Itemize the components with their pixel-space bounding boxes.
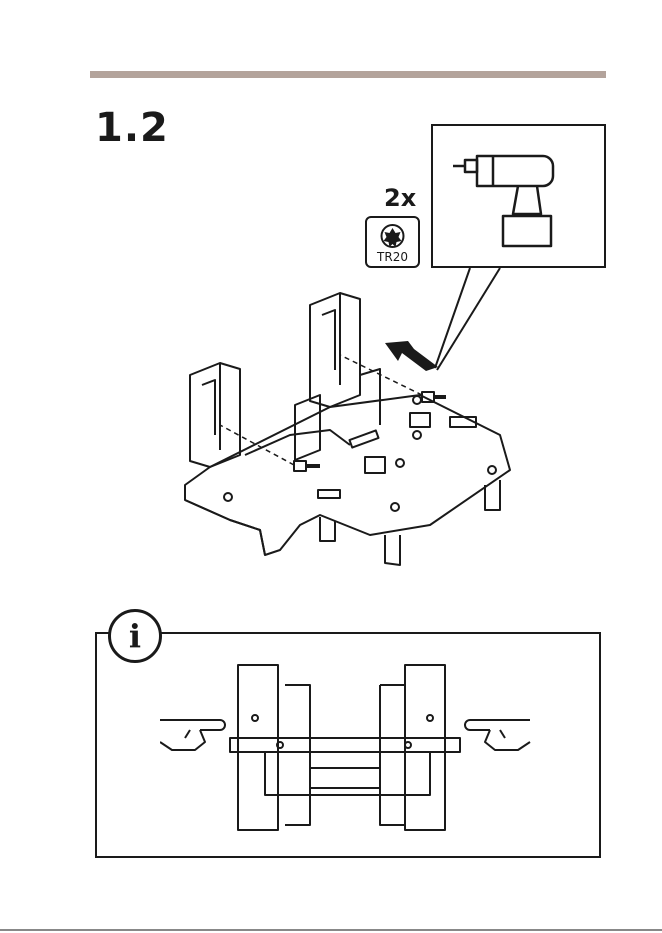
quantity-label: 2x: [384, 186, 416, 210]
torx-bit-icon: [367, 218, 418, 252]
bracket-assembly-illustration: [170, 285, 520, 575]
bit-label: TR20: [367, 251, 418, 263]
bottom-rule: [0, 929, 662, 931]
bit-badge: TR20: [365, 216, 420, 268]
info-icon: i: [108, 609, 162, 663]
bracket-front-view-illustration: [160, 660, 540, 840]
info-glyph: i: [129, 620, 141, 652]
